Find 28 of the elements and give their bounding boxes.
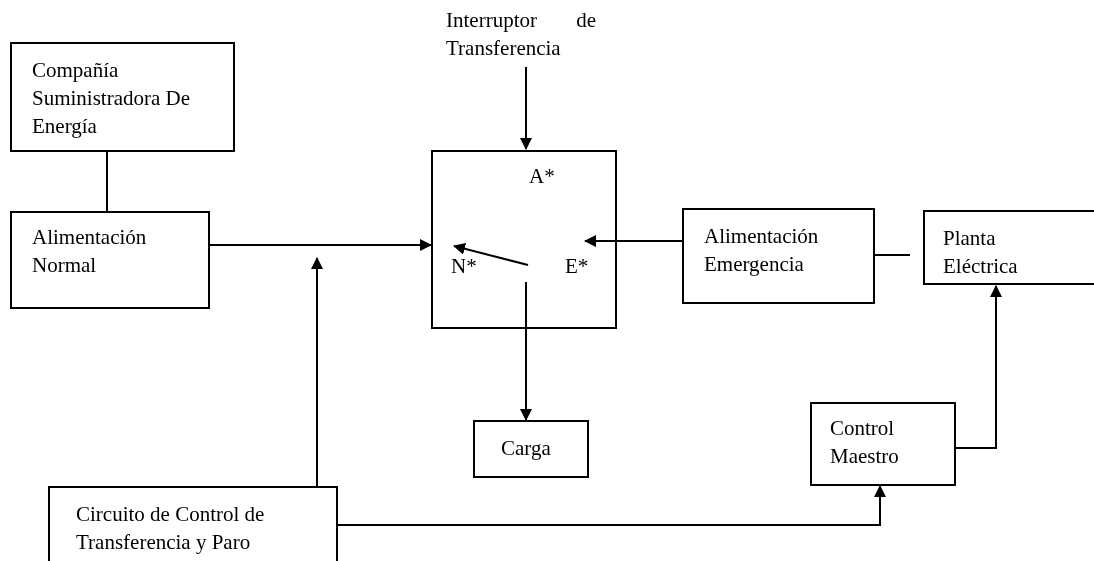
arrow [584,235,683,247]
box-label: Control Maestro [830,415,900,470]
box-label: Compañía Suministradora De Energía [32,57,192,140]
connector-line [106,151,108,212]
arrow [520,66,532,150]
process-box [10,42,235,152]
arrow [520,281,532,421]
process-box [923,210,1094,285]
box-label: Circuito de Control de Transferencia y Paro [76,501,266,556]
callout-text: Interruptor de Transferencia [446,7,596,62]
arrow [337,485,886,526]
connector-line [874,254,911,256]
arrow [209,239,432,251]
terminal-label: E* [565,253,590,280]
switch-box [431,150,617,329]
arrow [311,257,323,487]
box-label: Alimentación Emergencia [704,223,820,278]
process-box [10,211,210,309]
process-box [48,486,338,561]
terminal-label: N* [451,253,478,280]
process-box [810,402,956,486]
box-label: Planta Eléctrica [943,225,1019,280]
box-label: Alimentación Normal [32,224,148,279]
process-box [473,420,589,478]
box-label: Carga [501,435,552,462]
terminal-label: A* [529,163,556,190]
arrow [955,285,1002,449]
process-box [682,208,875,304]
